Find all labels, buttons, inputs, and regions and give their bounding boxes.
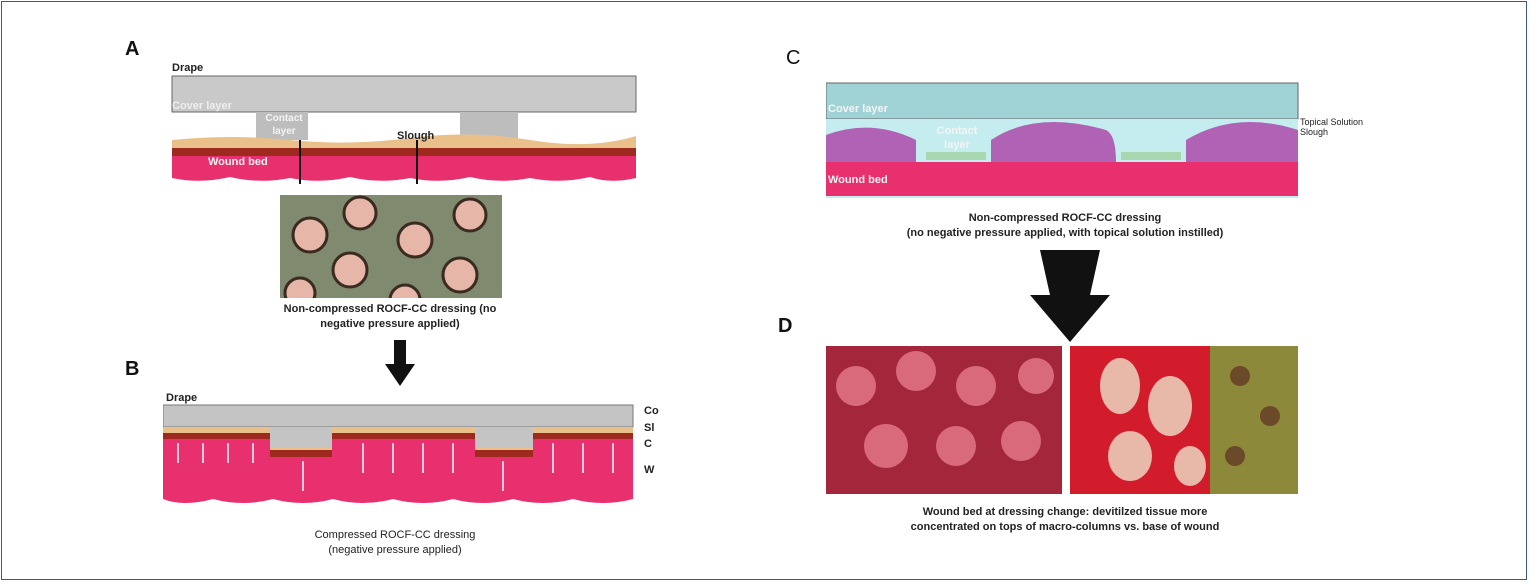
big-down-arrow-icon — [1030, 250, 1110, 342]
topical-solution-label: Topical Solution — [1300, 117, 1364, 127]
panel-d-caption: Wound bed at dressing change: devitilzed… — [880, 505, 1250, 535]
side-label: Sl — [644, 422, 655, 434]
contact-layer-label: Contact layer — [265, 113, 303, 137]
caption-line: negative pressure applied) — [320, 318, 460, 330]
wound-bed-label: Wound bed — [208, 156, 268, 168]
panel-a-caption: Non-compressed ROCF-CC dressing (no negat… — [240, 302, 540, 332]
wound-photo-left — [826, 346, 1062, 494]
wound-bed-label-c: Wound bed — [828, 174, 888, 186]
drape-label-b: Drape — [166, 392, 198, 404]
caption-line: Compressed ROCF-CC dressing — [314, 529, 476, 541]
panel-b-label: B — [125, 358, 140, 380]
caption-line: concentrated on tops of macro-columns vs… — [910, 521, 1220, 533]
contact-layer-label-c: Contact layer — [936, 125, 978, 151]
side-label: C — [644, 438, 652, 450]
side-label: Co — [644, 405, 659, 417]
foam-photo — [280, 195, 502, 298]
panel-c-diagram — [826, 82, 1299, 198]
caption-line: Wound bed at dressing change: devitilzed… — [922, 506, 1208, 518]
panel-c-label: C — [786, 47, 801, 69]
cover-layer-label-c: Cover layer — [828, 103, 888, 115]
cover-layer-label: Cover layer — [172, 100, 232, 112]
wound-photo-right — [1070, 346, 1298, 494]
caption-line: Non-compressed ROCF-CC dressing — [968, 212, 1162, 224]
panel-a-diagram — [171, 75, 637, 184]
side-label: W — [644, 464, 655, 476]
cover-layer — [171, 75, 637, 113]
drape-label: Drape — [172, 62, 204, 74]
panel-a-label: A — [125, 38, 140, 60]
panel-d-label: D — [778, 315, 793, 337]
caption-line: (no negative pressure applied, with topi… — [906, 227, 1224, 239]
caption-line: Non-compressed ROCF-CC dressing (no — [283, 303, 497, 315]
panel-b-caption: Compressed ROCF-CC dressing (negative pre… — [245, 528, 545, 558]
panel-c-caption: Non-compressed ROCF-CC dressing (no negat… — [900, 211, 1230, 241]
wound-bed — [172, 156, 636, 181]
caption-line: (negative pressure applied) — [328, 544, 462, 556]
panel-b-diagram — [163, 404, 634, 503]
down-arrow-icon — [385, 340, 415, 386]
contact-layer — [256, 112, 308, 140]
slough-label: Slough — [397, 130, 435, 142]
slough-label-c: Slough — [1300, 127, 1329, 137]
